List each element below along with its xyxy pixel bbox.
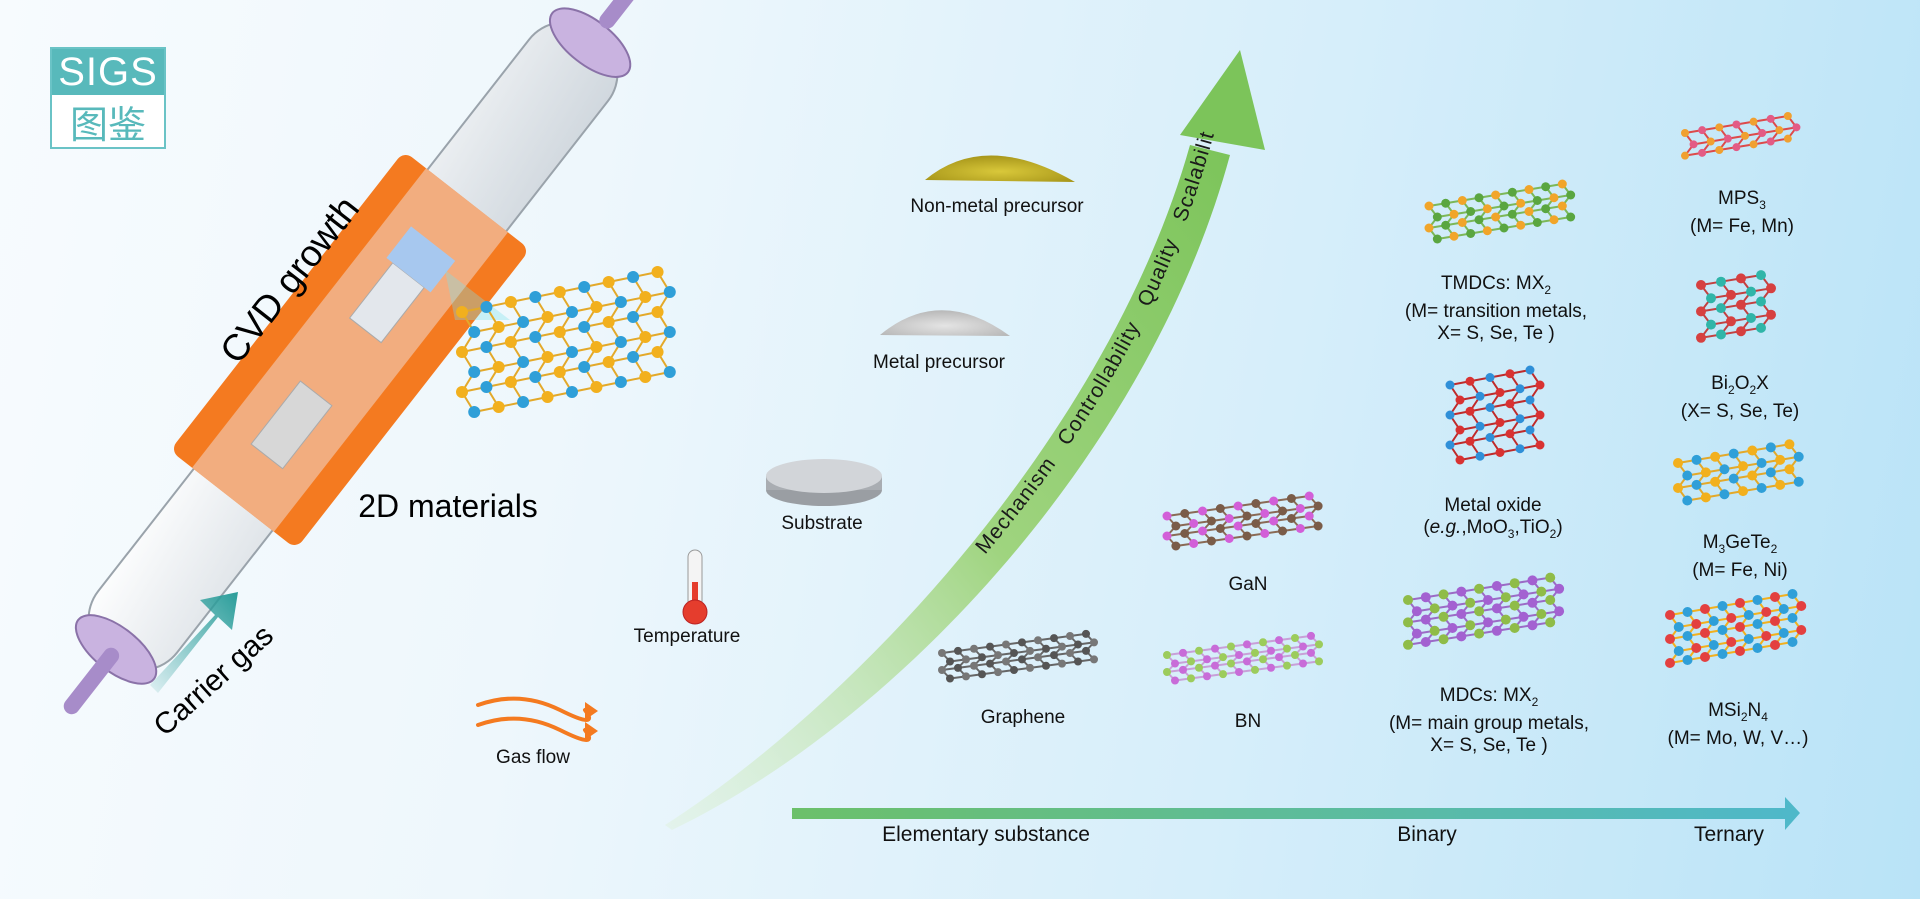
non-metal-precursor-label: Non-metal precursor [910, 196, 1084, 217]
msi2n4-a-sub: 2 [1740, 709, 1748, 724]
lattice-2d-atoms [456, 266, 676, 418]
mdc-line2: (M= main group metals, [1388, 712, 1590, 734]
msi2n4-lattice [1665, 589, 1807, 668]
mps3-line1-sub: 3 [1759, 197, 1766, 212]
mps3-label: MPS3 (M= Fe, Mn) [1690, 188, 1794, 238]
carrier-gas-arrow [150, 592, 238, 693]
bi2o2x-b-sub: 2 [1749, 382, 1757, 397]
m3gete2-b-sub: 2 [1770, 541, 1778, 556]
metal-oxide-line1: Metal oxide [1444, 495, 1542, 516]
growth-curve-arrow [665, 50, 1265, 830]
m3gete2-lattice [1673, 439, 1804, 506]
logo-bottom: 图鉴 [52, 95, 164, 147]
m3gete2-a-sub: 3 [1718, 541, 1726, 556]
bn-label: BN [1234, 711, 1262, 732]
mdc-line1: MDCs: MX [1439, 685, 1532, 706]
logo: SIGS 图鉴 [50, 47, 166, 149]
tmdc-lattice [1424, 179, 1576, 244]
mps3-line1: MPS [1718, 188, 1760, 209]
tmdc-line3: X= S, Se, Te ) [1437, 322, 1555, 344]
metal-oxide-eg: e.g. [1429, 517, 1462, 538]
axis-label-elementary: Elementary substance [882, 823, 1090, 846]
bi2o2x-line2: (X= S, Se, Te) [1680, 400, 1800, 422]
gan-lattice [1162, 491, 1323, 551]
metal-oxide-close: ) [1556, 517, 1563, 538]
logo-top-text: SIGS [52, 49, 164, 95]
axis-label-binary: Binary [1397, 823, 1457, 846]
bi2o2x-lattice [1696, 270, 1776, 343]
bi2o2x-a-sub: 2 [1728, 382, 1735, 397]
bi2o2x-c: X [1756, 373, 1769, 394]
non-metal-precursor-pile [925, 155, 1075, 182]
msi2n4-label: MSi2N4 (M= Mo, W, V…) [1668, 700, 1809, 750]
gan-label: GaN [1228, 574, 1268, 595]
bi2o2x-a: Bi [1711, 373, 1729, 394]
metal-oxide-lattice [1445, 365, 1545, 465]
metal-oxide-label: Metal oxide (e.g.,MoO3,TiO2) [1423, 495, 1563, 541]
substrate-disc [766, 459, 882, 506]
bi2o2x-label: Bi2O2X (X= S, Se, Te) [1681, 373, 1799, 423]
m3gete2-b: GeTe [1725, 532, 1771, 553]
category-axis-arrow [792, 797, 1800, 830]
highlight-region [386, 226, 456, 293]
graphene-lattice [938, 629, 1098, 683]
msi2n4-b-sub: 4 [1761, 709, 1768, 724]
mdc-line3: X= S, Se, Te ) [1430, 734, 1548, 756]
graphene-label: Graphene [980, 707, 1066, 728]
gas-outlet-pipe [599, 0, 655, 29]
gas-flow-arrows [476, 696, 598, 742]
lattice-2d-materials [456, 266, 676, 418]
gas-inlet-pipe [63, 647, 120, 715]
metal-precursor-label: Metal precursor [873, 352, 1005, 373]
m3gete2-a: M [1702, 532, 1719, 553]
thermometer-icon [682, 549, 708, 625]
cvd-furnace [63, 0, 655, 715]
tmdc-label: TMDCs: MX2 (M= transition metals, X= S, … [1405, 273, 1587, 345]
msi2n4-b: N [1747, 700, 1762, 721]
gas-flow-label: Gas flow [496, 747, 570, 768]
temperature-label: Temperature [633, 626, 741, 647]
bn-lattice [1163, 631, 1323, 685]
two-d-materials-label: 2D materials [358, 488, 538, 524]
metal-oxide-tio-sub: 2 [1549, 526, 1557, 541]
tmdc-line2: (M= transition metals, [1404, 300, 1588, 322]
msi2n4-a: MSi [1708, 700, 1741, 721]
mdc-lattice [1403, 572, 1565, 650]
m3gete2-line2: (M= Fe, Ni) [1692, 559, 1788, 581]
substrate-label: Substrate [781, 513, 863, 534]
m3gete2-label: M3GeTe2 (M= Fe, Ni) [1692, 532, 1788, 582]
metal-oxide-moo: ,MoO [1461, 517, 1508, 538]
tmdc-line1: TMDCs: MX [1440, 273, 1545, 294]
metal-precursor-pile [880, 310, 1010, 336]
axis-label-ternary: Ternary [1693, 823, 1765, 846]
mdc-line1-sub: 2 [1531, 694, 1539, 709]
sample-boat [250, 380, 333, 470]
mps3-lattice [1681, 112, 1801, 160]
tmdc-line1-sub: 2 [1544, 282, 1552, 297]
logo-bottom-text: 图鉴 [69, 102, 146, 147]
metal-oxide-tio: ,TiO [1514, 517, 1550, 538]
metal-oxide-moo-sub: 3 [1507, 526, 1515, 541]
mps3-line2: (M= Fe, Mn) [1690, 215, 1794, 237]
bi2o2x-b: O [1734, 373, 1750, 394]
msi2n4-line2: (M= Mo, W, V…) [1667, 727, 1809, 749]
mdc-label: MDCs: MX2 (M= main group metals, X= S, S… [1389, 685, 1589, 757]
